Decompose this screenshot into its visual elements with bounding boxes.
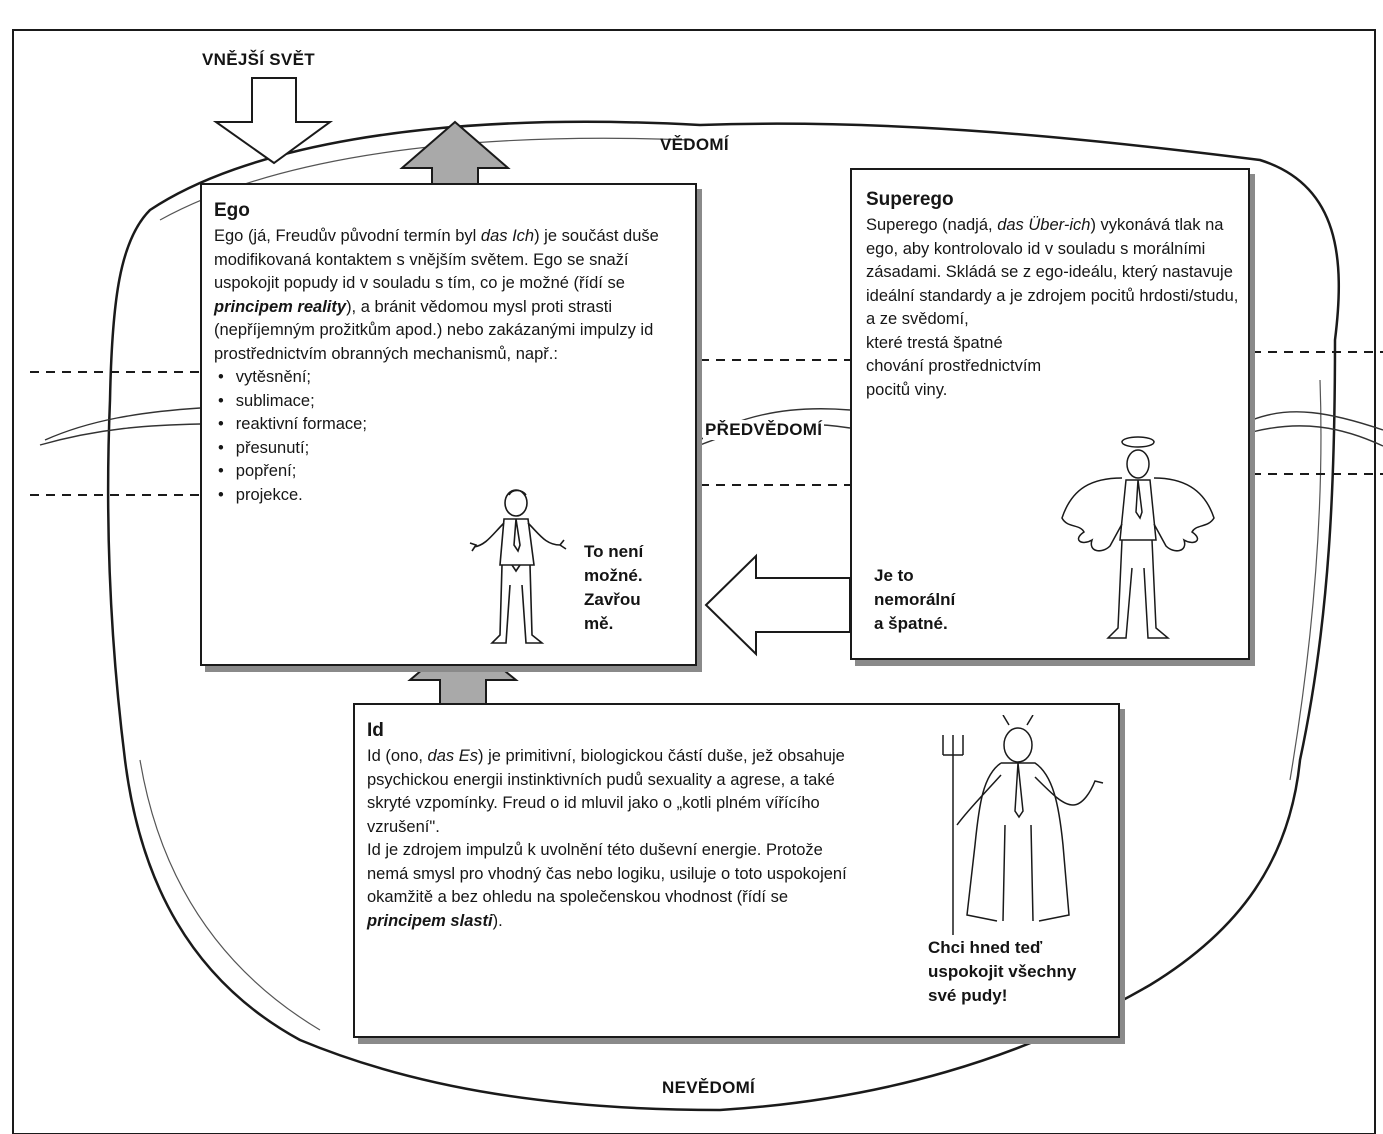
conscious-label: VĚDOMÍ: [660, 135, 729, 154]
psyche-outline-stroke-3: [139, 759, 321, 1031]
preconscious-wave-left: [39, 407, 201, 446]
list-item: projekce.: [218, 484, 685, 508]
outer-world-label: VNĚJŠÍ SVĚT: [202, 50, 315, 69]
list-item: popření;: [218, 460, 685, 484]
list-item: přesunutí;: [218, 437, 685, 461]
id-title: Id: [367, 720, 384, 741]
preconscious-label: PŘEDVĚDOMÍ: [703, 420, 825, 440]
superego-box: Superego Superego (nadjá, das Über-ich) …: [850, 168, 1250, 660]
superego-to-ego-arrow: [704, 553, 851, 657]
angel-figure-icon: [1061, 436, 1215, 639]
list-item: sublimace;: [218, 390, 685, 414]
preconscious-wave-right: [1251, 411, 1383, 447]
id-description: Id (ono, das Es) je primitivní, biologic…: [367, 747, 847, 930]
psyche-outline-stroke-4: [1289, 379, 1322, 781]
list-item: vytěsnění;: [218, 366, 685, 390]
id-box: Id Id (ono, das Es) je primitivní, biolo…: [353, 703, 1120, 1038]
ego-box: Ego Ego (já, Freudův původní termín byl …: [200, 183, 697, 666]
worried-man-figure-icon: [469, 489, 567, 644]
id-speech: Chci hned teď uspokojit všechny své pudy…: [928, 938, 1077, 1005]
devil-with-pitchfork-figure-icon: [942, 715, 1104, 935]
page-frame: [12, 29, 1376, 1134]
superego-speech: Je to nemorální a špatné.: [874, 566, 956, 633]
superego-conscience-text: které trestá špatné chování prostřednict…: [866, 333, 1042, 399]
ego-speech: To není možné. Zavřou mě.: [584, 542, 644, 633]
unconscious-label: NEVĚDOMÍ: [662, 1078, 756, 1097]
ego-title: Ego: [214, 200, 250, 221]
list-item: reaktivní formace;: [218, 413, 685, 437]
defense-mechanisms-list: vytěsnění; sublimace; reaktivní formace;…: [214, 366, 685, 507]
outer-world-arrow: [212, 77, 334, 165]
superego-title: Superego: [866, 189, 954, 210]
ego-description: Ego (já, Freudův původní termín byl das …: [214, 227, 659, 363]
psyche-outline: [106, 120, 1340, 1112]
superego-description: Superego (nadjá, das Über-ich) vykonává …: [866, 216, 1239, 328]
